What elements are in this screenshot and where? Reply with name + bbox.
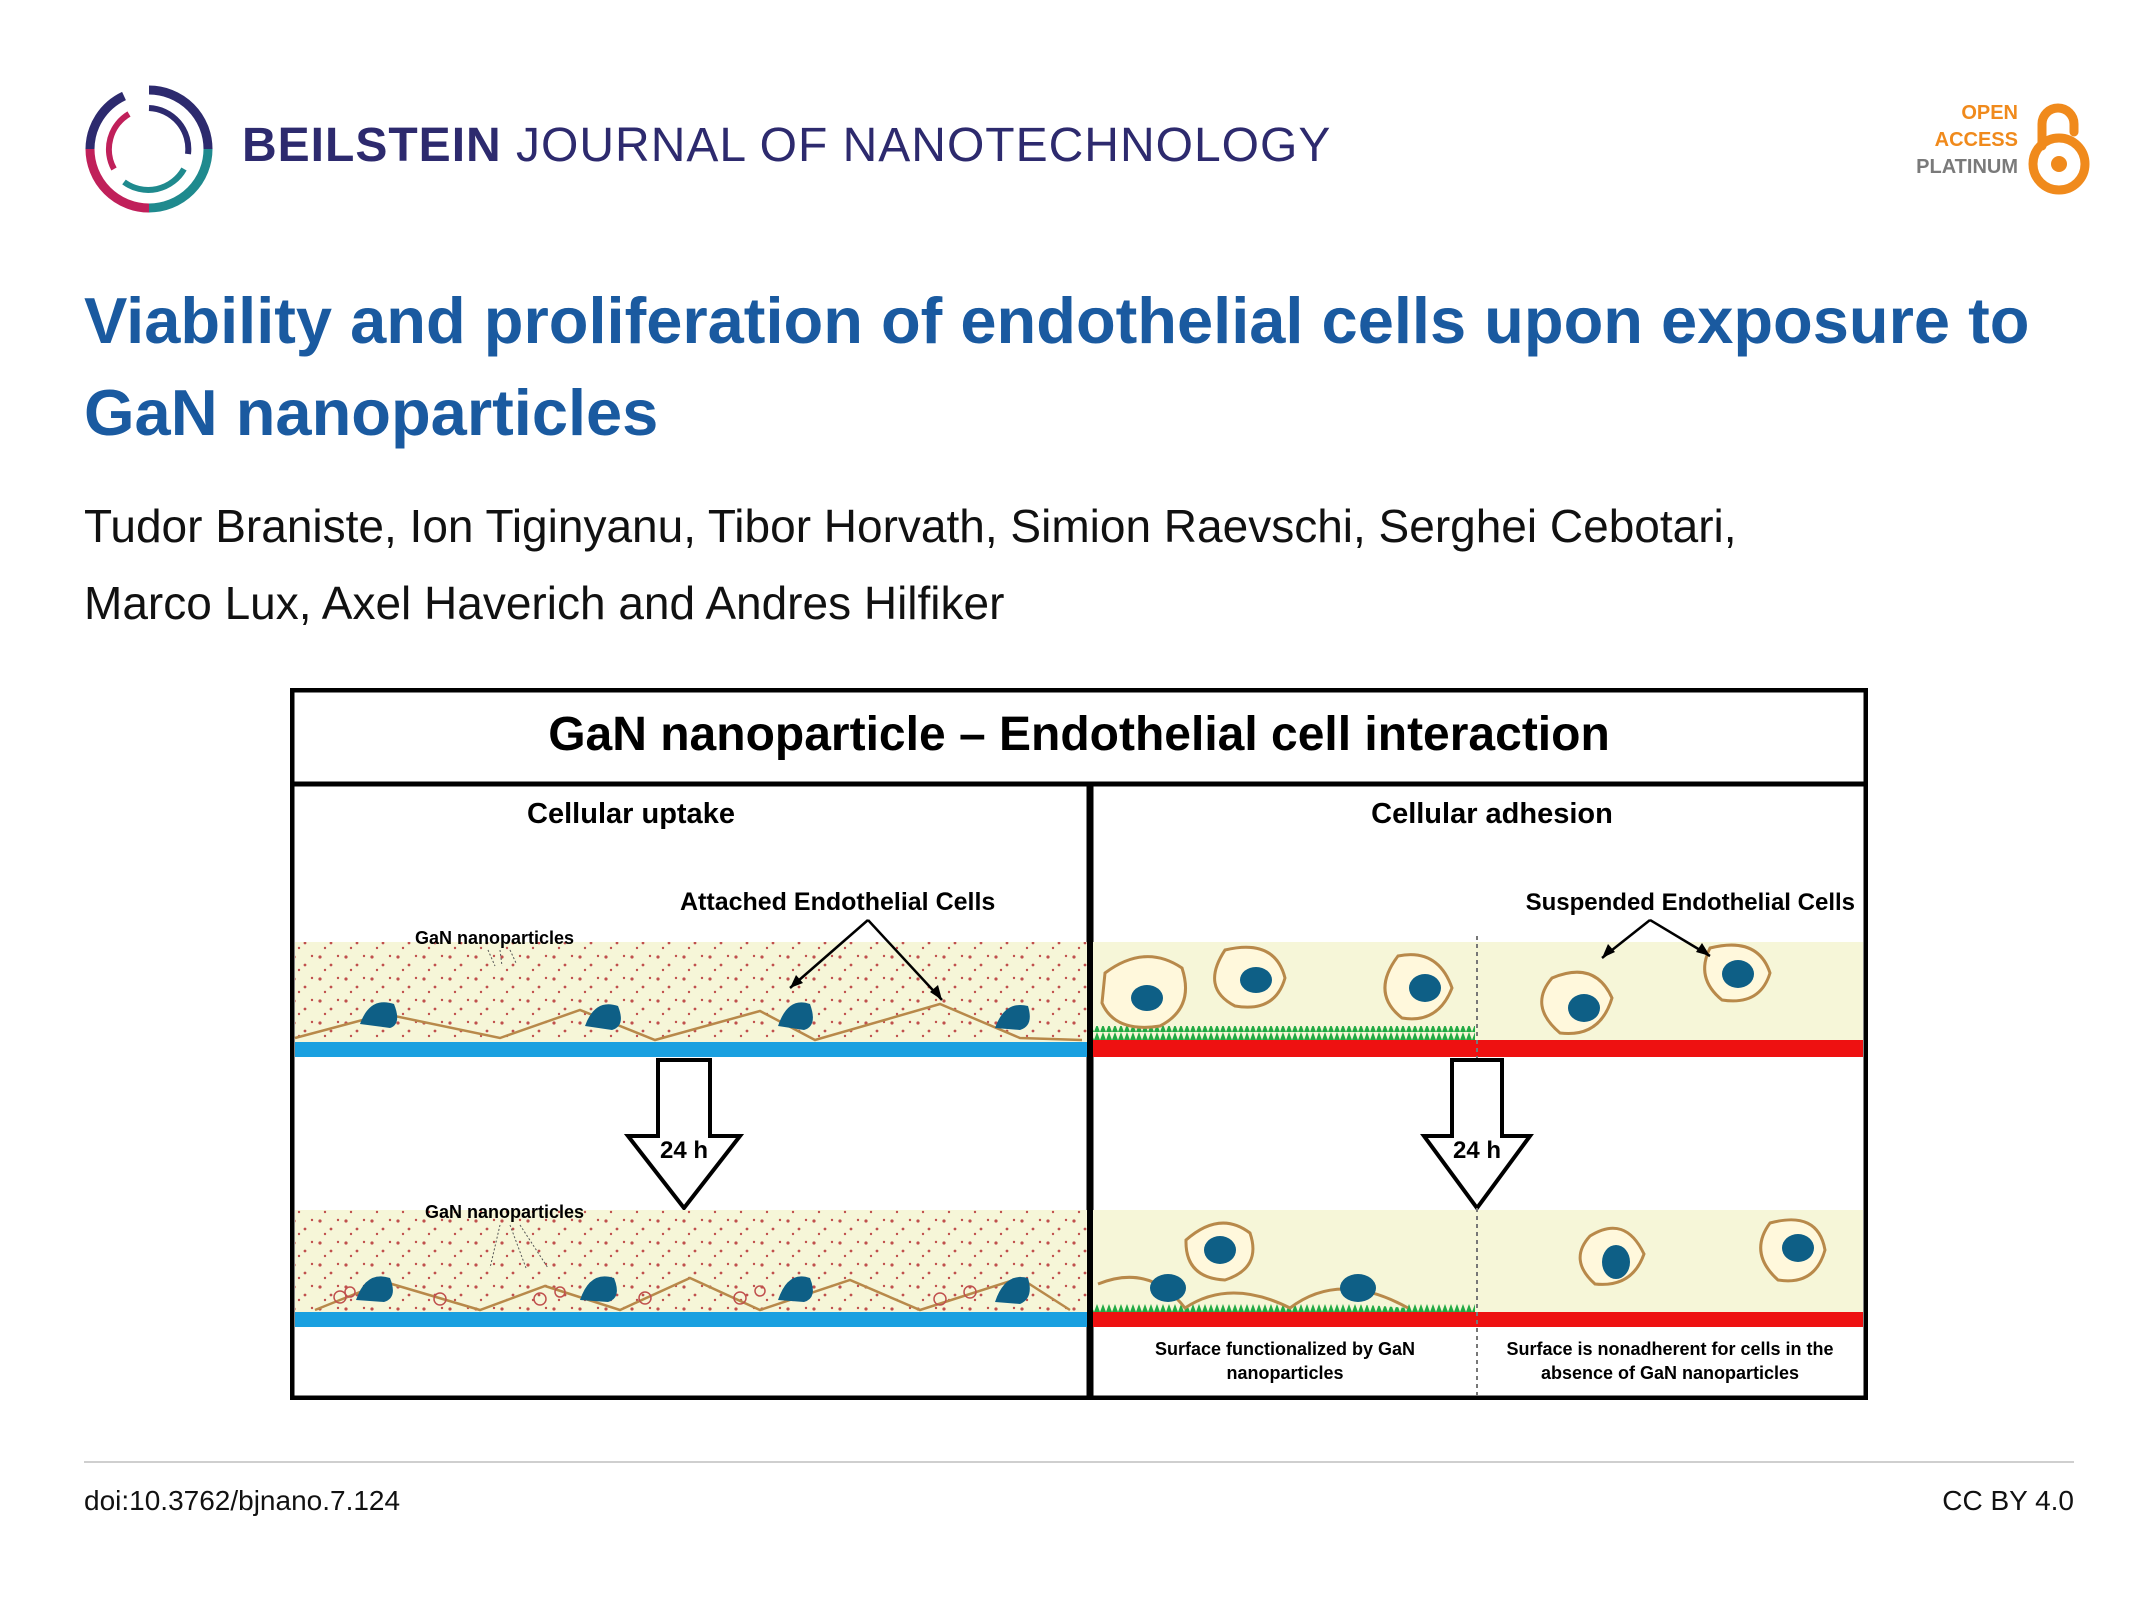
license-label[interactable]: CC BY 4.0 xyxy=(1942,1485,2074,1516)
attached-cell-membrane-top xyxy=(294,1002,1083,1042)
nucleus xyxy=(778,1276,813,1302)
figure-heading: GaN nanoparticle – Endothelial cell inte… xyxy=(548,708,1610,761)
oa-line-platinum: PLATINUM xyxy=(1916,156,2018,178)
open-access-badge: OPEN ACCESS PLATINUM xyxy=(1880,100,2090,200)
caption-functionalized-2: nanoparticles xyxy=(1226,1363,1343,1383)
nucleus xyxy=(580,1276,617,1302)
authors-line-2: Marco Lux, Axel Haverich and Andres Hilf… xyxy=(84,577,1005,629)
attached-cells-label: Attached Endothelial Cells xyxy=(680,888,995,916)
substrate-blue-bottom xyxy=(295,1312,1087,1327)
substrate-red-bottom xyxy=(1093,1312,1863,1327)
nucleus xyxy=(585,1004,621,1030)
oa-line-open: OPEN xyxy=(1961,102,2018,124)
footer-divider xyxy=(84,1461,2074,1463)
journal-name-bold: BEILSTEIN xyxy=(242,119,502,172)
suspended-cells-label: Suspended Endothelial Cells xyxy=(1526,889,1855,916)
np-label-top-left: GaN nanoparticles xyxy=(415,928,574,948)
beilstein-logo-icon xyxy=(85,85,213,213)
caption-functionalized-1: Surface functionalized by GaN xyxy=(1155,1339,1415,1359)
time-arrow-right xyxy=(1420,1058,1534,1212)
nucleus xyxy=(360,1002,398,1028)
doi-link[interactable]: doi:10.3762/bjnano.7.124 xyxy=(84,1485,401,1516)
attached-cell-membrane-bottom xyxy=(314,1276,1071,1312)
arrow-label-left: 24 h xyxy=(660,1137,708,1164)
nucleus xyxy=(778,1002,813,1030)
np-label-bottom-left: GaN nanoparticles xyxy=(425,1202,584,1222)
time-arrow-left xyxy=(623,1058,745,1212)
panel-title-adhesion: Cellular adhesion xyxy=(1371,798,1613,830)
green-coating-bottom xyxy=(1093,1304,1475,1314)
authors-line-1: Tudor Braniste, Ion Tiginyanu, Tibor Hor… xyxy=(84,500,1737,552)
author-list: Tudor Braniste, Ion Tiginyanu, Tibor Hor… xyxy=(84,488,2074,642)
arrow-label-right: 24 h xyxy=(1453,1137,1501,1164)
substrate-blue-top xyxy=(295,1042,1087,1057)
nucleus xyxy=(995,1004,1030,1030)
graphical-abstract-figure: GaN nanoparticle – Endothelial cell inte… xyxy=(290,688,1868,1400)
panel-title-uptake: Cellular uptake xyxy=(527,798,735,830)
journal-name-rest: JOURNAL OF NANOTECHNOLOGY xyxy=(516,119,1332,172)
article-title: Viability and proliferation of endotheli… xyxy=(84,284,2030,449)
nucleus xyxy=(995,1277,1030,1304)
journal-name: BEILSTEIN JOURNAL OF NANOTECHNOLOGY xyxy=(242,118,1331,173)
open-lock-icon xyxy=(2028,103,2090,195)
caption-nonadherent-1: Surface is nonadherent for cells in the xyxy=(1506,1339,1833,1359)
nucleus xyxy=(356,1276,393,1302)
caption-nonadherent-2: absence of GaN nanoparticles xyxy=(1541,1363,1799,1383)
green-coating-top xyxy=(1093,1026,1475,1040)
oa-line-access: ACCESS xyxy=(1934,129,2018,151)
